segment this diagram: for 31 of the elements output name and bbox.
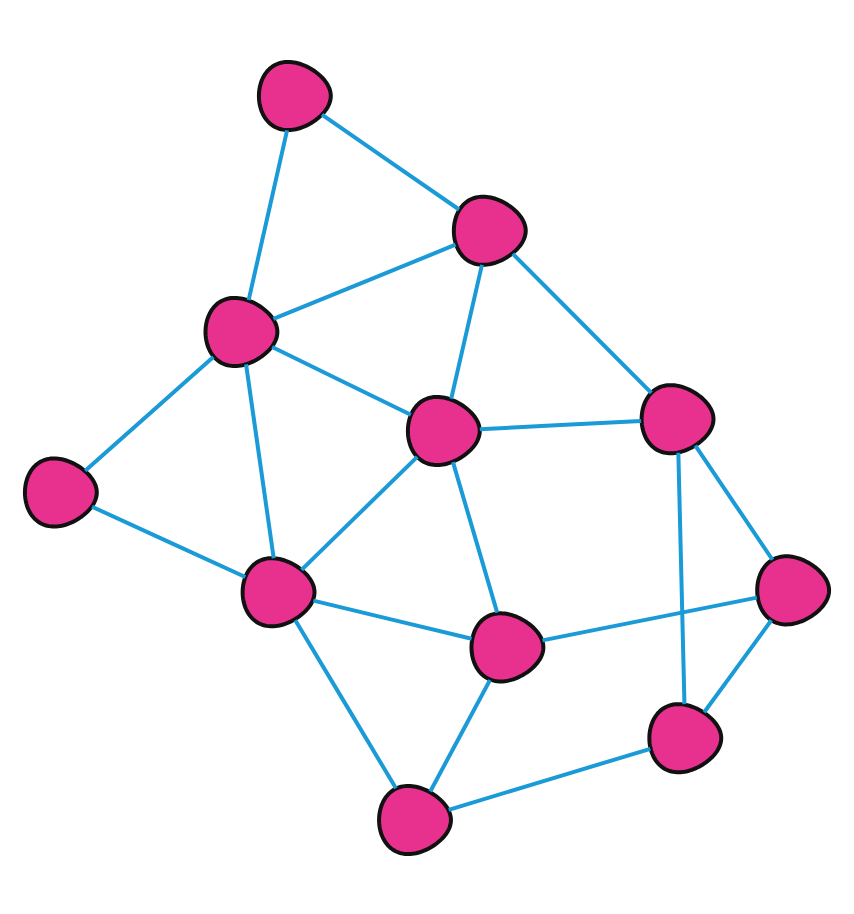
connector (693, 443, 775, 560)
node-person (377, 782, 453, 856)
connector (272, 241, 457, 320)
node-person (405, 393, 482, 467)
connector (542, 594, 758, 642)
connector (91, 503, 247, 578)
connector (246, 128, 289, 300)
node-person (451, 193, 528, 266)
connector (293, 618, 398, 789)
node-person (22, 455, 99, 528)
connector (312, 597, 473, 640)
node-person (469, 610, 546, 683)
node-person (240, 555, 317, 628)
node-person (755, 553, 832, 626)
connector (702, 618, 773, 713)
connector (449, 263, 484, 399)
connector (448, 745, 651, 811)
node-person (639, 382, 716, 455)
connector (451, 460, 500, 613)
connector (428, 678, 492, 792)
node-person (647, 701, 724, 774)
connector (320, 112, 461, 211)
node-person (256, 58, 333, 132)
connector (244, 363, 276, 558)
connector (83, 354, 215, 472)
node-person (203, 294, 280, 368)
connector (676, 451, 687, 704)
connector (479, 418, 642, 431)
connector (271, 344, 412, 416)
connector (300, 454, 419, 571)
connector (511, 251, 653, 394)
